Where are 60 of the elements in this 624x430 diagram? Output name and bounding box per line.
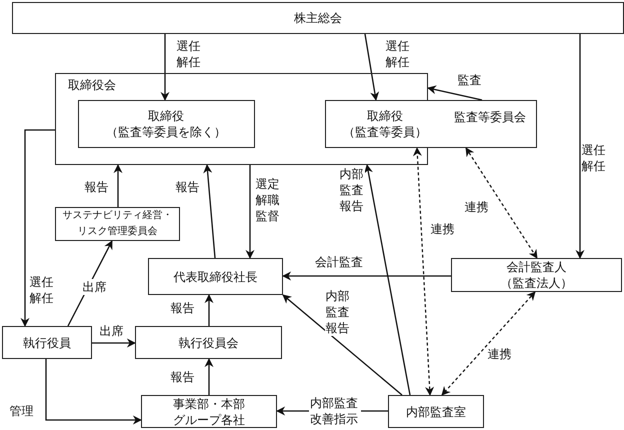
edge-label: 選定解職監督 <box>254 176 282 224</box>
box-label: 事業部・本部グループ各社 <box>172 396 246 428</box>
box-heading: 取締役会 <box>68 77 116 93</box>
dashed-arrow <box>441 291 536 396</box>
edge-label: 選任解任 <box>176 38 202 70</box>
arrow <box>576 34 584 259</box>
committee-box <box>325 100 537 148</box>
box-label: 内部監査室 <box>406 404 466 420</box>
edge-label: 連携 <box>430 221 456 237</box>
officer-box <box>2 326 92 359</box>
edge-label: 監査 <box>456 72 484 88</box>
edge-label: 出席 <box>98 323 126 339</box>
edge-label: 連携 <box>486 346 514 362</box>
box-label: 会計監査人（監査法人） <box>500 259 574 291</box>
arrow <box>246 165 254 259</box>
box-label: 株主総会 <box>294 10 342 26</box>
edge-label: 連携 <box>464 199 490 215</box>
division-box <box>141 395 277 428</box>
box-label: 代表取締役社長 <box>174 268 258 284</box>
edge-label: 報告 <box>174 179 202 195</box>
arrow <box>282 272 451 280</box>
edge-label: 内部監査報告 <box>338 166 366 214</box>
meeting-box <box>12 2 624 34</box>
audit-office-box <box>388 395 484 428</box>
arrow <box>204 294 214 326</box>
edge-label: 報告 <box>84 179 110 195</box>
box-label: 執行役員 <box>23 334 71 350</box>
edge-label: 出席 <box>82 279 108 295</box>
committee-box <box>55 207 180 241</box>
board-box <box>55 73 428 165</box>
director-box <box>78 100 255 148</box>
edge-label: 選任解任 <box>28 274 56 306</box>
arrow <box>114 164 122 207</box>
arrow <box>427 85 482 101</box>
arrow <box>364 164 411 396</box>
edge-label: 報告 <box>170 369 196 385</box>
arrow <box>160 34 170 101</box>
box-label: サステナビリティ経営・リスク管理委員会 <box>62 208 174 239</box>
edge-label: 選任解任 <box>580 142 608 174</box>
edge-label: 報告 <box>170 300 196 316</box>
edge-label: 内部監査報告 <box>324 288 352 336</box>
auditor-box <box>451 258 622 292</box>
arrow <box>45 359 142 424</box>
president-box <box>148 258 283 295</box>
arrow <box>364 34 380 101</box>
arrow <box>282 294 402 396</box>
box-label: 取締役（監査等委員） <box>342 108 428 140</box>
box-label: 執行役員会 <box>178 334 238 350</box>
arrow <box>203 164 216 258</box>
edge-label: 管理 <box>8 403 36 419</box>
edge-label: 選任解任 <box>384 38 412 70</box>
arrow <box>204 358 214 395</box>
box-heading: 監査等委員会 <box>454 109 526 125</box>
box-label: 取締役（監査等委員を除く） <box>105 108 228 140</box>
dashed-arrow <box>412 147 434 396</box>
edge-label: 内部監査改善指示 <box>309 395 361 427</box>
council-box <box>135 326 282 359</box>
arrow <box>20 129 55 327</box>
arrow <box>92 338 136 348</box>
dashed-arrow <box>466 147 538 259</box>
